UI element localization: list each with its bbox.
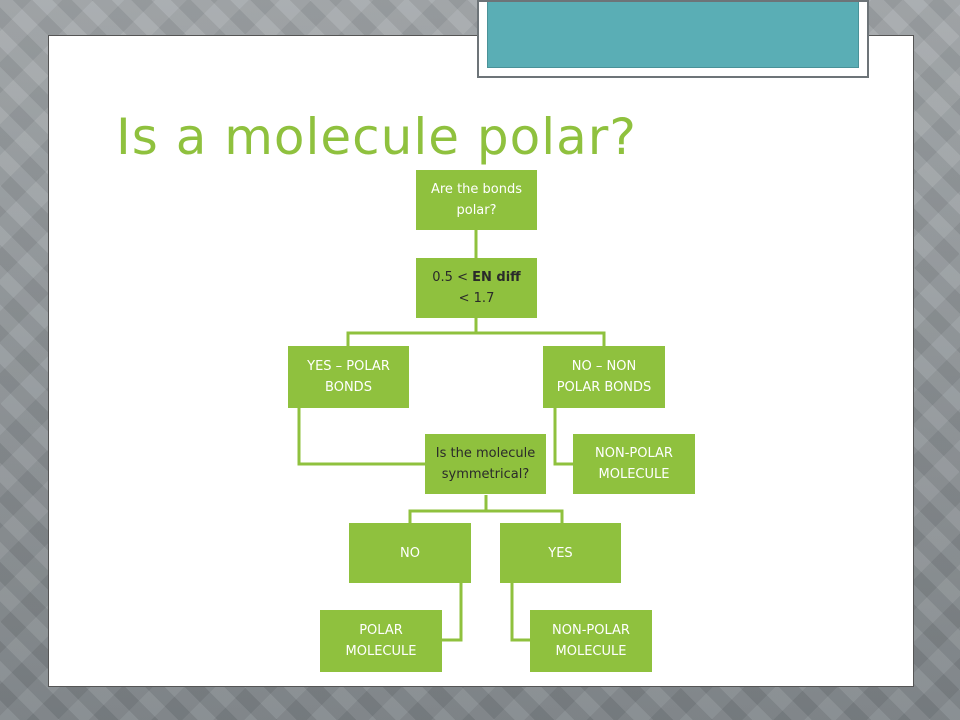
- node-nonpolar-result-bottom-line1: NON-POLAR: [552, 623, 630, 638]
- node-no-nonpolar-bonds: NO – NON POLAR BONDS: [543, 346, 665, 408]
- node-nonpolar-result-bottom: NON-POLAR MOLECULE: [530, 610, 652, 672]
- node-no-answer-label: NO: [400, 545, 420, 561]
- decorative-teal-block: [487, 2, 859, 68]
- node-nonpolar-result-bottom-line2: MOLECULE: [555, 644, 627, 659]
- node-en-diff: 0.5 < EN diff < 1.7: [416, 258, 537, 318]
- node-yes-polar-bonds: YES – POLAR BONDS: [288, 346, 409, 408]
- node-no-nonpolar-bonds-line2: POLAR BONDS: [556, 380, 652, 395]
- decorative-header-frame: [477, 0, 869, 78]
- node-symmetry-question-line1: Is the molecule: [435, 446, 536, 461]
- node-polar-result-line2: MOLECULE: [345, 644, 417, 659]
- node-en-diff-bold: EN diff: [472, 270, 521, 285]
- node-no-nonpolar-bonds-line1: NO – NON: [571, 359, 637, 374]
- connector-no-to-nonpolar: [553, 408, 573, 466]
- connector-split-horizontal: [346, 331, 606, 346]
- node-bonds-question-line1: Are the bonds: [430, 182, 523, 197]
- node-symmetry-question-line2: symmetrical?: [441, 467, 530, 482]
- node-bonds-question-line2: polar?: [456, 203, 497, 218]
- connector-no-to-polar: [442, 583, 463, 642]
- connector-yes-to-symmetry: [297, 408, 425, 466]
- node-polar-result-line1: POLAR: [359, 623, 403, 638]
- node-yes-answer-label: YES: [548, 545, 573, 561]
- node-yes-polar-bonds-line1: YES – POLAR: [307, 359, 390, 374]
- node-symmetry-question: Is the molecule symmetrical?: [425, 434, 546, 494]
- node-nonpolar-result-right-line2: MOLECULE: [598, 467, 670, 482]
- node-bonds-question: Are the bonds polar?: [416, 170, 537, 230]
- node-en-diff-suffix: < 1.7: [458, 291, 495, 306]
- slide-title: Is a molecule polar?: [116, 108, 637, 166]
- connector-yes-to-nonpolar: [510, 583, 530, 642]
- connector-symmetry-split: [408, 509, 564, 523]
- node-yes-polar-bonds-line2: BONDS: [325, 380, 372, 395]
- node-no-answer: NO: [349, 523, 471, 583]
- node-yes-answer: YES: [500, 523, 621, 583]
- node-nonpolar-result-right: NON-POLAR MOLECULE: [573, 434, 695, 494]
- slide-panel: [48, 35, 914, 687]
- node-en-diff-prefix: 0.5 <: [432, 270, 473, 285]
- node-nonpolar-result-right-line1: NON-POLAR: [595, 446, 673, 461]
- node-polar-result: POLAR MOLECULE: [320, 610, 442, 672]
